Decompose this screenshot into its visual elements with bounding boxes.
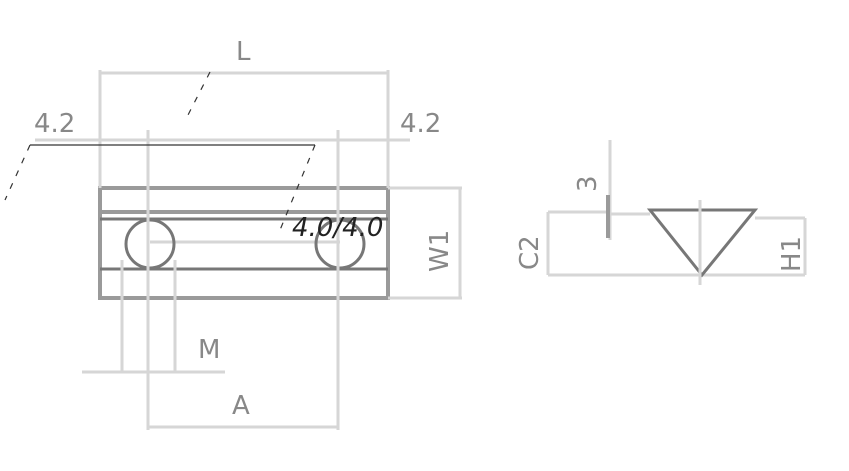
label-side-right: H1 — [777, 236, 807, 272]
label-leader: 4.0/4.0 — [292, 213, 383, 243]
label-tolerance-left: 4.2 — [34, 109, 75, 139]
label-length: L — [236, 37, 251, 67]
thread-hole — [314, 218, 366, 270]
label-side-left: C2 — [515, 235, 545, 270]
label-side-top: 3 — [573, 175, 603, 192]
part-outline — [98, 186, 390, 300]
label-tolerance-right: 4.2 — [400, 109, 441, 139]
label-hole-spacing: A — [232, 391, 250, 421]
side-view — [546, 140, 807, 285]
front-view — [4, 70, 462, 430]
dovetail-profile — [646, 208, 759, 278]
label-width: W1 — [425, 230, 455, 272]
label-thread: M — [198, 335, 220, 365]
thread-hole — [124, 218, 176, 270]
